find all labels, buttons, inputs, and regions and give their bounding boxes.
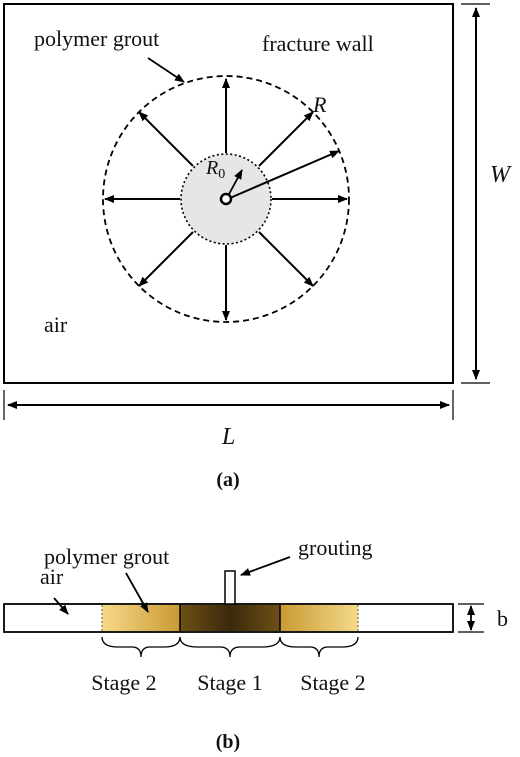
brace-stage1 [179,636,281,658]
air-pointer [53,597,69,615]
W-label: W [490,162,512,188]
R-label: R [312,92,327,117]
R0-subscript: 0 [218,167,225,182]
brace-stage2-right [279,636,359,658]
air-label-a: air [44,312,68,337]
radial-arrow-down-right [258,231,314,287]
grouting-pipe [224,570,236,605]
radius-R0-arrow [227,169,243,197]
radial-arrows [104,78,348,321]
grout-front-circle [102,75,350,323]
L-label: L [221,424,235,450]
panel-b: polymer grout grouting air b Stage 2 Sta… [3,535,508,753]
radial-arrow-up-right [258,111,314,167]
polymer-grout-label-a: polymer grout [34,26,159,51]
R0-label: R0 [205,157,225,182]
grouting-pointer [240,556,291,576]
stage2-right-label: Stage 2 [300,670,365,695]
caption-a: (a) [216,469,239,491]
radial-arrow-up-left [138,111,194,167]
grout-stage1 [180,605,280,631]
air-label-b: air [40,564,64,589]
grout-stage2-right [280,605,358,631]
polymer-grout-label-b: polymer grout [44,544,169,569]
b-label: b [497,606,508,631]
injection-point [219,192,233,206]
caption-b: (b) [216,731,240,753]
radial-arrow-down-left [138,231,194,287]
stage1-label: Stage 1 [197,670,262,695]
fracture-domain [3,3,454,384]
brace-stage2-left [101,636,181,658]
panel-a: polymer grout fracture wall air R R0 W L… [3,3,512,491]
polymer-grout-pointer-a [147,57,185,83]
grout-stage2-left [102,605,180,631]
radius-R-arrow [229,150,340,199]
R0-main: R [205,157,218,179]
polymer-grout-pointer-b [125,572,149,613]
stage2-left-label: Stage 2 [91,670,156,695]
fracture-wall-label: fracture wall [262,31,374,56]
grouting-label: grouting [298,535,373,560]
